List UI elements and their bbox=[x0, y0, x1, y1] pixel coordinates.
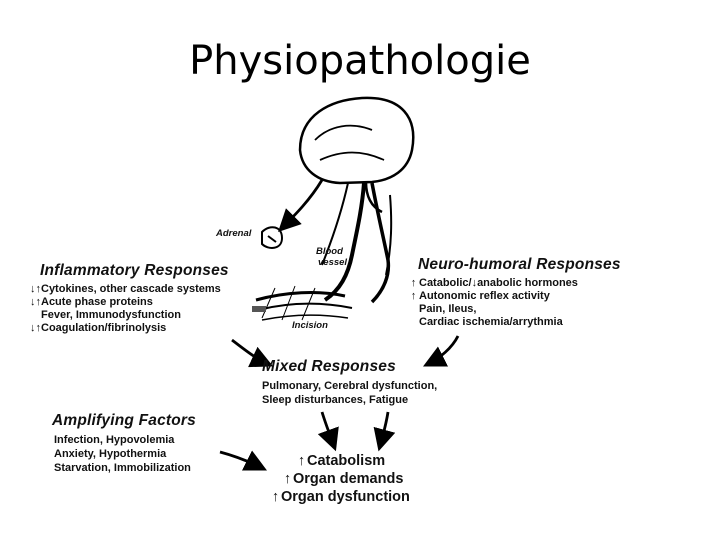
arrow-brain-to-adrenal bbox=[278, 179, 324, 232]
inflammatory-item: ↓↑Cytokines, other cascade systems bbox=[30, 283, 221, 295]
blood-vessel-label-line1: Blood bbox=[316, 246, 343, 257]
inflammatory-item: ↓↑Coagulation/fibrinolysis bbox=[30, 322, 167, 334]
up-arrow-icon: ↑ bbox=[297, 453, 306, 469]
neurohumoral-item: ↑Autonomic reflex activity bbox=[408, 290, 550, 303]
adrenal-label: Adrenal bbox=[216, 228, 252, 239]
neurohumoral-item: Pain, Ileus, bbox=[419, 303, 477, 315]
outcome-catabolism: ↑Catabolism bbox=[297, 453, 386, 469]
mixed-item: Sleep disturbances, Fatigue bbox=[262, 394, 409, 406]
inflammatory-item: Fever, Immunodysfunction bbox=[41, 309, 181, 321]
brain-illustration bbox=[298, 96, 415, 214]
up-down-arrow-icon: ↓↑ bbox=[30, 322, 41, 334]
up-arrow-icon: ↑ bbox=[271, 489, 280, 505]
amplifying-item: Starvation, Immobilization bbox=[54, 462, 191, 474]
up-arrow-icon: ↑ bbox=[410, 290, 417, 302]
inflammatory-item: ↓↑Acute phase proteins bbox=[30, 296, 153, 308]
outcome-organ-dysfunction: ↑Organ dysfunction bbox=[271, 489, 410, 505]
adrenal-illustration bbox=[261, 226, 284, 249]
amplifying-heading: Amplifying Factors bbox=[52, 412, 196, 429]
spinal-pathways bbox=[321, 182, 393, 304]
up-down-arrow-icon: ↓↑ bbox=[30, 283, 41, 295]
neurohumoral-heading: Neuro-humoral Responses bbox=[418, 256, 621, 273]
incision-label: Incision bbox=[292, 320, 328, 331]
page-title: Physiopathologie bbox=[189, 38, 531, 84]
mixed-item: Pulmonary, Cerebral dysfunction, bbox=[262, 380, 438, 392]
mixed-heading: Mixed Responses bbox=[262, 358, 396, 375]
neurohumoral-item: Cardiac ischemia/arrythmia bbox=[419, 316, 563, 328]
amplifying-item: Infection, Hypovolemia bbox=[54, 434, 175, 446]
blood-vessel-label-line2: vessel bbox=[318, 257, 348, 268]
arrow-mixed-to-outcomes-right bbox=[373, 411, 396, 452]
up-down-arrow-icon: ↓↑ bbox=[30, 296, 41, 308]
arrow-neurohumoral-to-mixed bbox=[422, 335, 460, 367]
up-arrow-icon: ↑ bbox=[283, 471, 292, 487]
amplifying-item: Anxiety, Hypothermia bbox=[54, 448, 167, 460]
incision-illustration bbox=[252, 285, 353, 321]
arrow-inflammatory-to-mixed bbox=[231, 338, 274, 368]
arrow-mixed-to-outcomes-left bbox=[317, 411, 339, 452]
diagram-arrows bbox=[219, 179, 460, 471]
neurohumoral-item: ↑Catabolic/↓anabolic hormones bbox=[408, 277, 578, 290]
outcome-organ-demands: ↑Organ demands bbox=[283, 471, 404, 487]
inflammatory-heading: Inflammatory Responses bbox=[40, 262, 229, 279]
up-arrow-icon: ↑ bbox=[410, 277, 417, 289]
arrow-amplifying-to-outcomes bbox=[219, 450, 268, 471]
